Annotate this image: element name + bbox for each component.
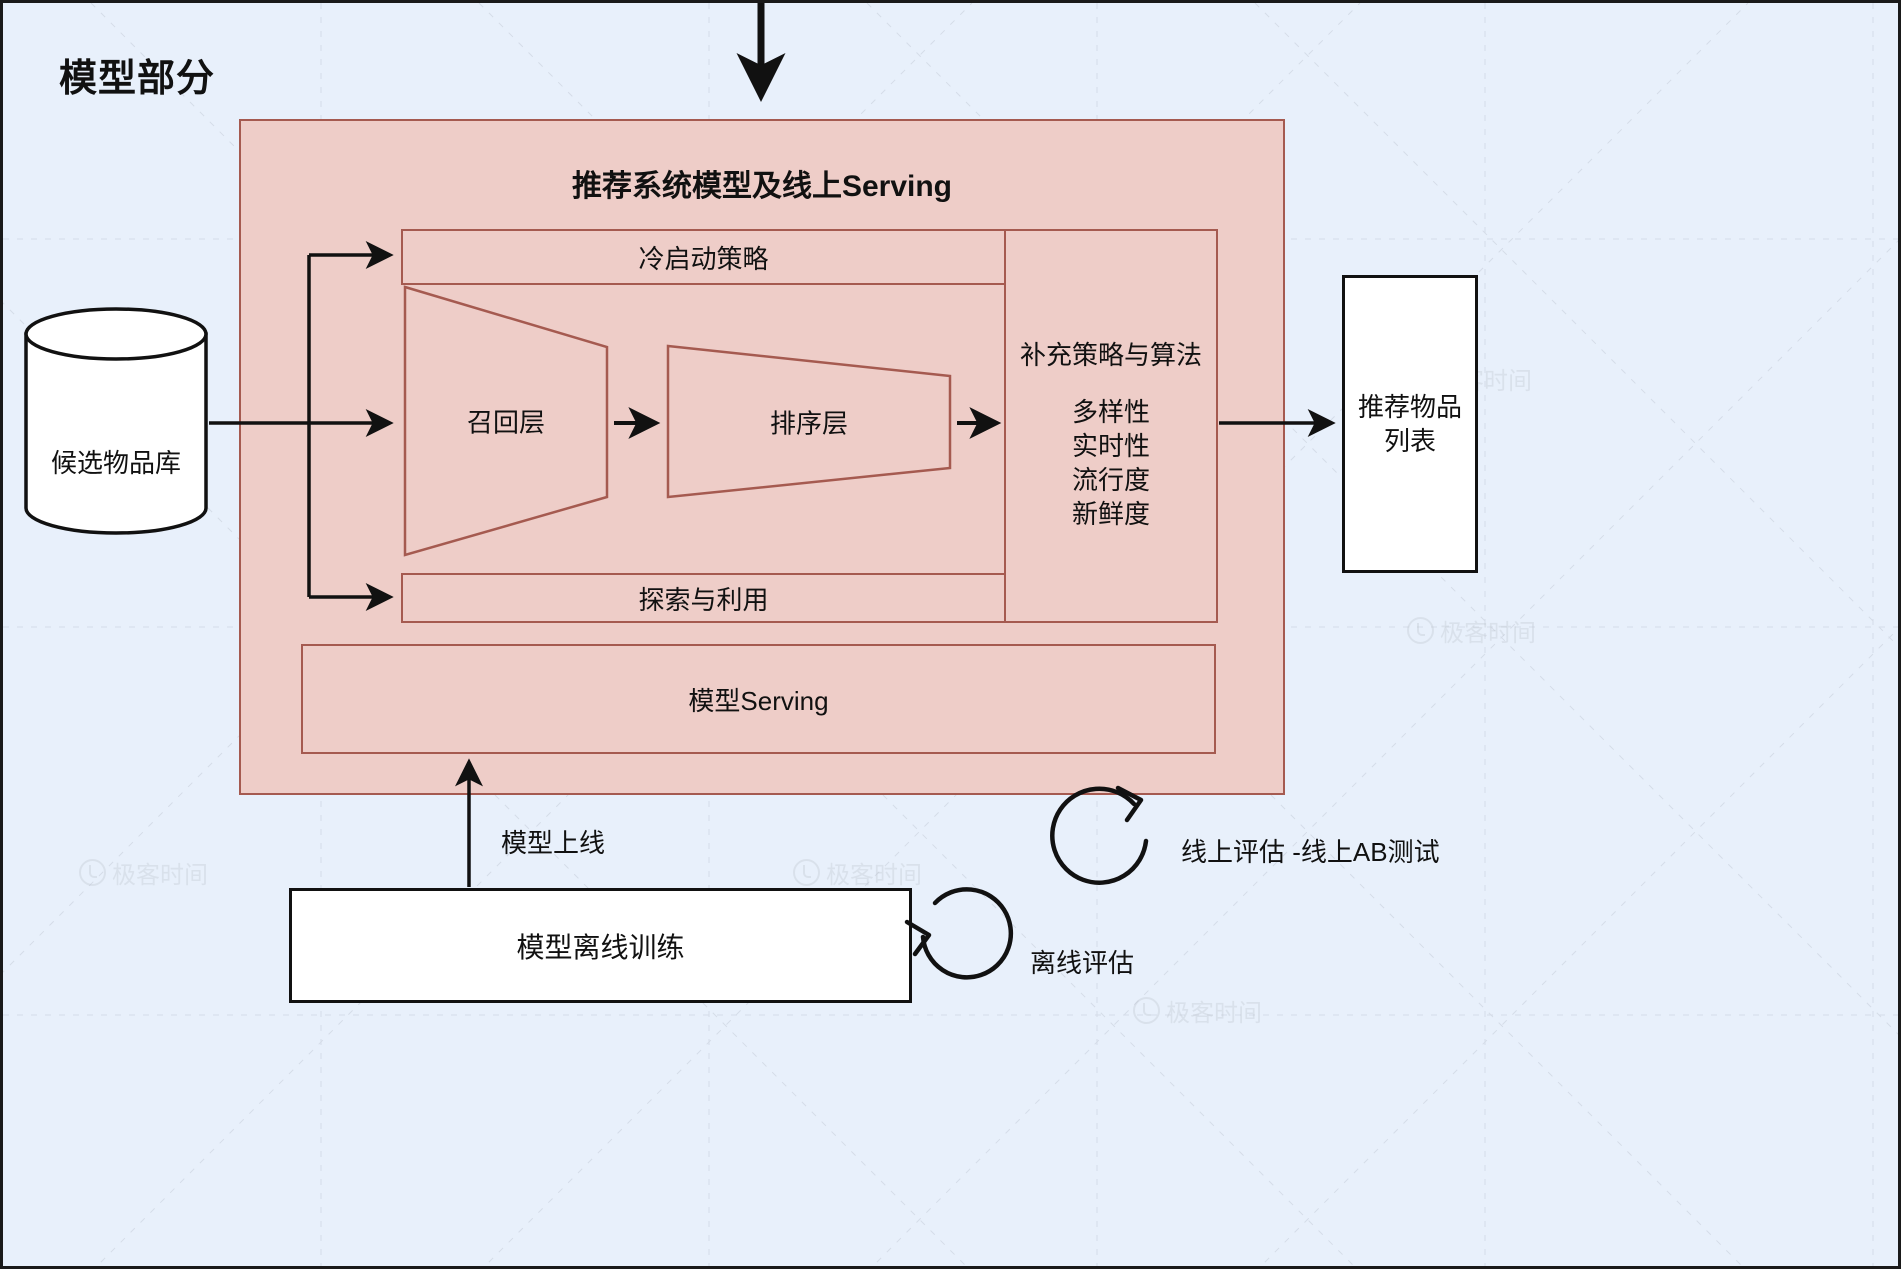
node-supplement-strategy[interactable]: 补充策略与算法 多样性 实时性 流行度 新鲜度 [1004,229,1218,623]
node-offline-training[interactable]: 模型离线训练 [289,888,912,1003]
node-cold-start-label: 冷启动策略 [638,243,769,274]
label-online-eval: 线上评估 -线上AB测试 [1181,837,1440,867]
loop-offline-eval-icon [904,887,1014,980]
node-explore-exploit-label: 探索与利用 [638,584,769,615]
node-output-list-label: 推荐物品 列表 [1357,392,1462,456]
node-recall-layer[interactable]: 召回层 [403,285,609,557]
supplement-item: 新鲜度 [1071,499,1150,529]
watermark-logo-icon [79,859,106,886]
node-explore-exploit[interactable]: 探索与利用 [401,573,1006,623]
watermark-text: 极客时间 [1440,619,1536,647]
node-model-serving-label: 模型Serving [688,685,829,716]
node-candidate-db-label: 候选物品库 [50,448,181,478]
watermark-logo-icon [1407,617,1434,644]
node-output-list[interactable]: 推荐物品 列表 [1342,275,1478,573]
label-model-deploy: 模型上线 [501,828,606,858]
node-recall-layer-label: 召回层 [466,407,545,438]
watermark-logo-icon [1133,997,1160,1024]
page-title: 模型部分 [59,58,216,100]
watermark: 极客时间 [79,855,208,890]
node-offline-training-label: 模型离线训练 [516,931,685,963]
node-supplement-strategy-items: 多样性 实时性 流行度 新鲜度 [1006,395,1216,531]
watermark-text: 极客时间 [1166,999,1262,1027]
watermark-logo-icon [793,859,820,886]
supplement-item: 多样性 [1071,397,1150,427]
node-supplement-strategy-title: 补充策略与算法 [1019,340,1202,370]
label-offline-eval: 离线评估 [1030,948,1135,978]
supplement-item: 实时性 [1071,431,1150,461]
node-candidate-db[interactable]: 候选物品库 [23,307,209,535]
supplement-item: 流行度 [1071,465,1150,495]
node-cold-start[interactable]: 冷启动策略 [401,229,1006,285]
node-rank-layer[interactable]: 排序层 [666,344,952,499]
loop-online-eval-icon [1050,785,1149,885]
watermark: 极客时间 [793,855,922,890]
model-container-title: 推荐系统模型及线上Serving [571,170,953,203]
watermark: 极客时间 [1133,993,1262,1028]
node-model-serving[interactable]: 模型Serving [301,644,1216,754]
watermark-text: 极客时间 [112,861,208,889]
watermark-text: 极客时间 [826,861,922,889]
watermark: 极客时间 [1407,613,1536,648]
node-rank-layer-label: 排序层 [769,408,848,438]
